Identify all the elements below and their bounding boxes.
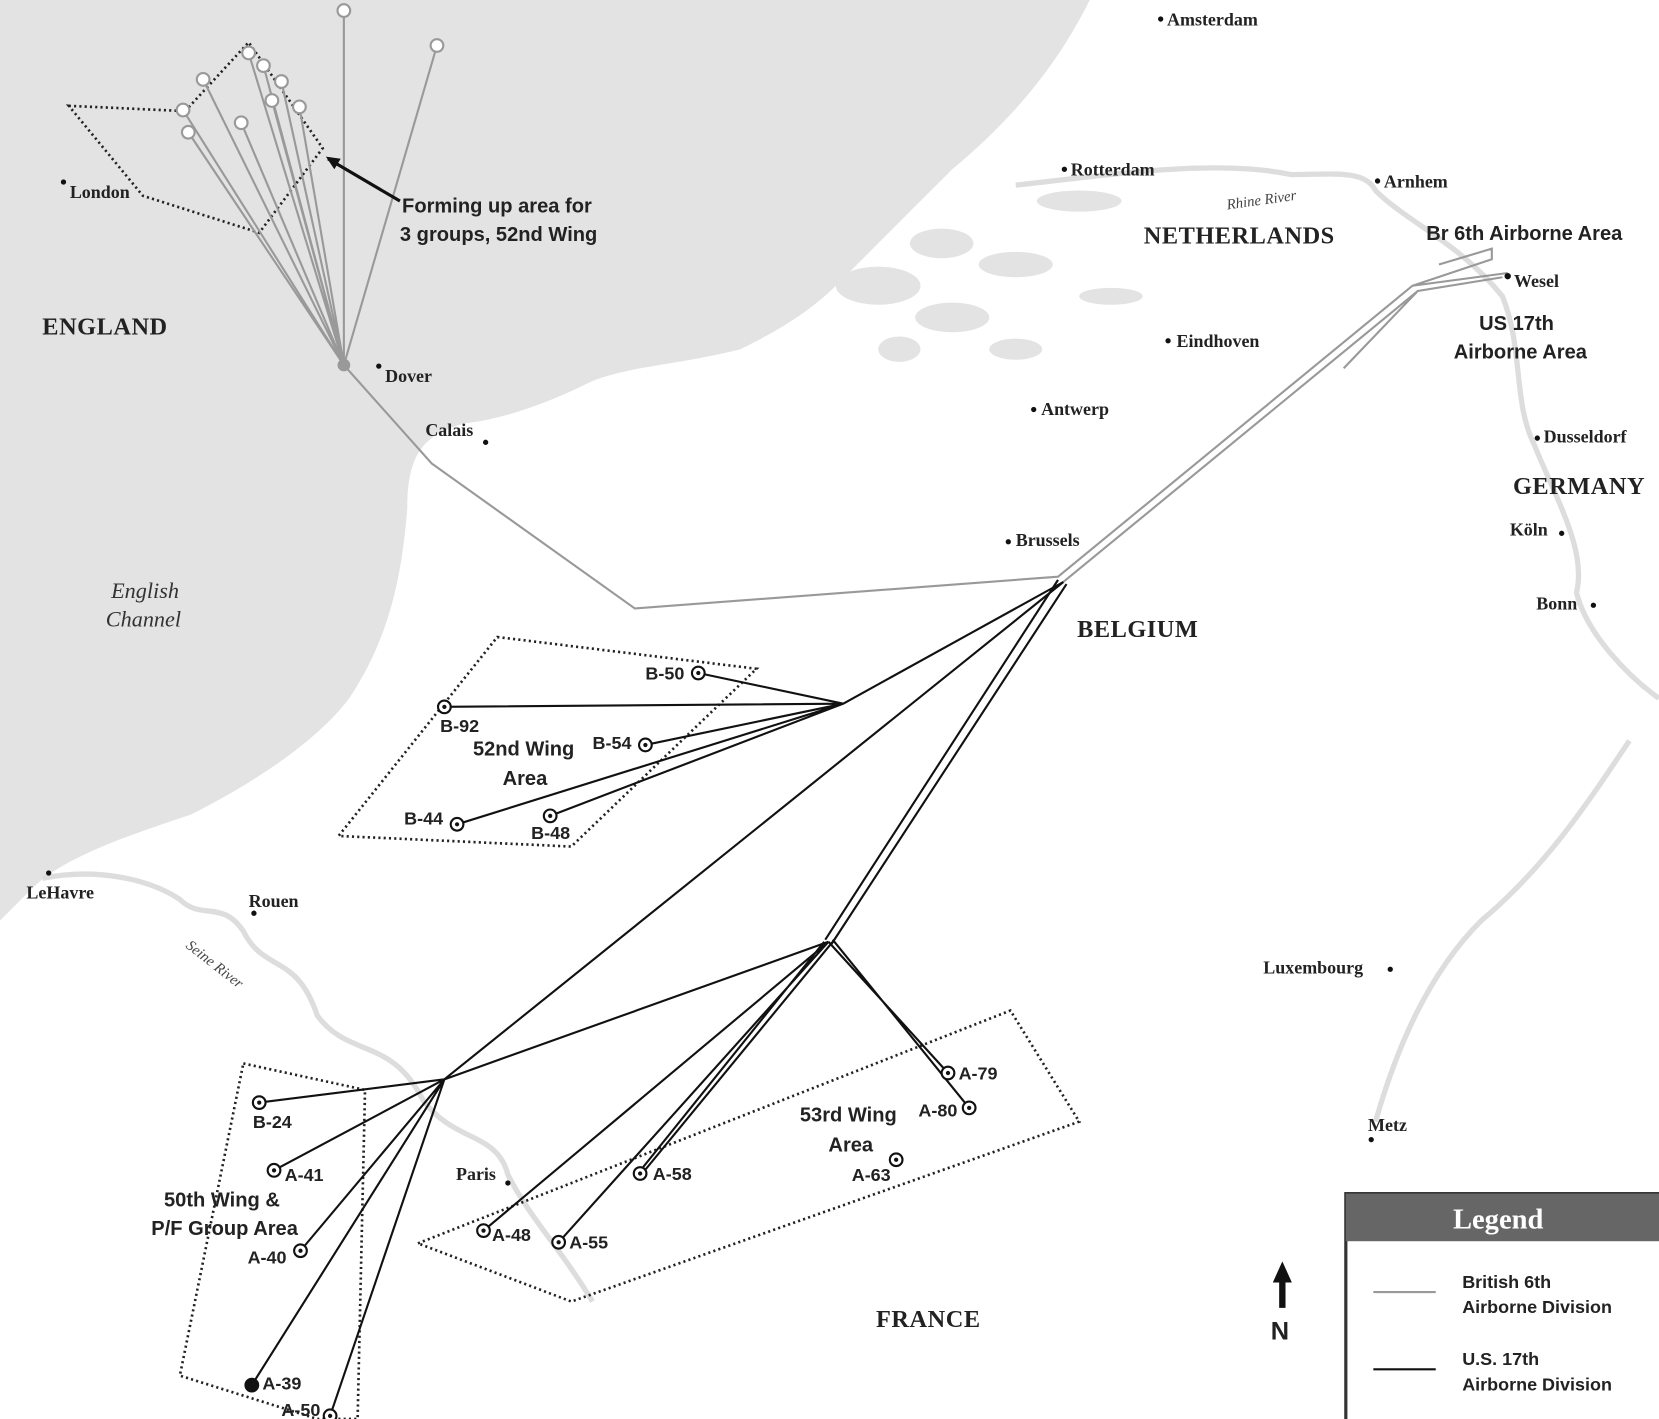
airfield-label: B-44: [404, 808, 443, 828]
legend-british-1: British 6th: [1462, 1272, 1551, 1292]
label-forming-2: 3 groups, 52nd Wing: [400, 224, 597, 246]
airfield-marker-dot: [271, 1168, 277, 1173]
country-netherlands: NETHERLANDS: [1144, 222, 1335, 249]
british-routes: [175, 3, 1508, 610]
country-germany: GERMANY: [1513, 473, 1645, 500]
label-rhine-river: Rhine River: [1225, 188, 1298, 214]
legend-us-1: U.S. 17th: [1462, 1349, 1539, 1369]
airfield-label: B-48: [531, 823, 570, 843]
airfield-marker-dot: [637, 1171, 643, 1176]
airfield-marker-dot: [643, 742, 648, 748]
airfield-marker-dot: [548, 813, 553, 818]
wing53-zone: [414, 1008, 1082, 1303]
city-koln: Köln: [1510, 519, 1548, 539]
forming-arrow: [327, 157, 401, 203]
label-wing52-2: Area: [503, 768, 549, 790]
moselle-river: [1372, 739, 1632, 1123]
airfield-marker-dot: [967, 1105, 972, 1111]
airfield-label: A-41: [285, 1165, 324, 1185]
country-france: FRANCE: [876, 1306, 981, 1333]
label-us17-2: Airborne Area: [1454, 342, 1588, 364]
airfield-marker-dot: [556, 1240, 561, 1245]
airfield-marker-dot: [894, 1157, 899, 1162]
city-arnhem: Arnhem: [1384, 171, 1448, 191]
label-wing53-1: 53rd Wing: [800, 1105, 897, 1127]
airfield-label: A-40: [248, 1247, 287, 1267]
airfield-marker-dot: [481, 1228, 486, 1233]
label-channel: Channel: [106, 606, 181, 631]
city-wesel: Wesel: [1514, 271, 1559, 291]
label-br6-area: Br 6th Airborne Area: [1426, 223, 1623, 245]
label-wing50-2: P/F Group Area: [151, 1218, 298, 1240]
north-label: N: [1271, 1318, 1289, 1346]
airfield-marker-dot: [257, 1100, 262, 1105]
label-wing52-1: 52nd Wing: [473, 739, 574, 761]
sea-area: [0, 0, 1090, 921]
label-seine-river: Seine River: [183, 938, 246, 992]
airfield-label: A-58: [653, 1164, 692, 1184]
city-dots: [46, 16, 1597, 1186]
seine-river: [41, 871, 595, 1303]
city-lehavre: LeHavre: [26, 882, 94, 902]
legend-title: Legend: [1453, 1205, 1544, 1236]
city-luxembourg: Luxembourg: [1263, 958, 1363, 978]
airfield-label: B-50: [645, 663, 684, 683]
label-forming-1: Forming up area for: [402, 196, 592, 218]
label-english: English: [110, 578, 179, 603]
airfield-marker-dot: [327, 1413, 333, 1418]
arrowhead-icon: [325, 156, 341, 170]
airfield-label: A-80: [918, 1100, 957, 1120]
airfield-label: B-54: [593, 733, 632, 753]
airfield-label: B-24: [253, 1112, 292, 1132]
airfield-label: A-55: [569, 1233, 608, 1253]
label-wing53-2: Area: [828, 1134, 874, 1156]
us-routes: [250, 579, 1068, 1417]
city-brussels: Brussels: [1016, 530, 1080, 550]
city-amsterdam: Amsterdam: [1167, 9, 1258, 29]
city-rotterdam: Rotterdam: [1071, 160, 1155, 180]
city-antwerp: Antwerp: [1041, 399, 1109, 419]
airfield-label: A-79: [959, 1063, 998, 1083]
city-bonn: Bonn: [1536, 594, 1577, 614]
airfield-label: A-39: [262, 1373, 301, 1393]
rhine-river: [1015, 165, 1659, 701]
legend: Legend British 6th Airborne Division U.S…: [1344, 1192, 1659, 1419]
airfield-marker-dot: [696, 670, 701, 676]
airfield-label: A-48: [492, 1225, 531, 1245]
estuary-islands: [835, 190, 1143, 362]
airfield-label: A-50: [281, 1400, 320, 1419]
legend-us-2: Airborne Division: [1462, 1374, 1612, 1394]
airfield-marker-dot: [945, 1070, 951, 1076]
country-england: ENGLAND: [42, 313, 167, 340]
city-eindhoven: Eindhoven: [1177, 331, 1260, 351]
airfield-marker-dot: [298, 1248, 303, 1253]
airfield-marker-dot: [454, 822, 460, 827]
legend-british-2: Airborne Division: [1462, 1297, 1612, 1317]
airfield-label: B-92: [440, 716, 479, 736]
city-london: London: [70, 182, 130, 202]
airfield-label: A-63: [852, 1165, 891, 1185]
city-metz: Metz: [1368, 1115, 1407, 1135]
country-belgium: BELGIUM: [1077, 616, 1198, 643]
city-dusseldorf: Dusseldorf: [1544, 426, 1628, 446]
city-dover: Dover: [385, 366, 432, 386]
airfield-marker-dot: [442, 704, 447, 709]
label-wing50-1: 50th Wing &: [164, 1189, 280, 1211]
airfield-marker-a39: [244, 1377, 260, 1393]
city-calais: Calais: [425, 420, 473, 440]
city-paris: Paris: [456, 1164, 496, 1184]
north-arrow-icon: [1272, 1261, 1292, 1308]
label-us17-1: US 17th: [1479, 313, 1554, 335]
city-rouen: Rouen: [249, 891, 299, 911]
